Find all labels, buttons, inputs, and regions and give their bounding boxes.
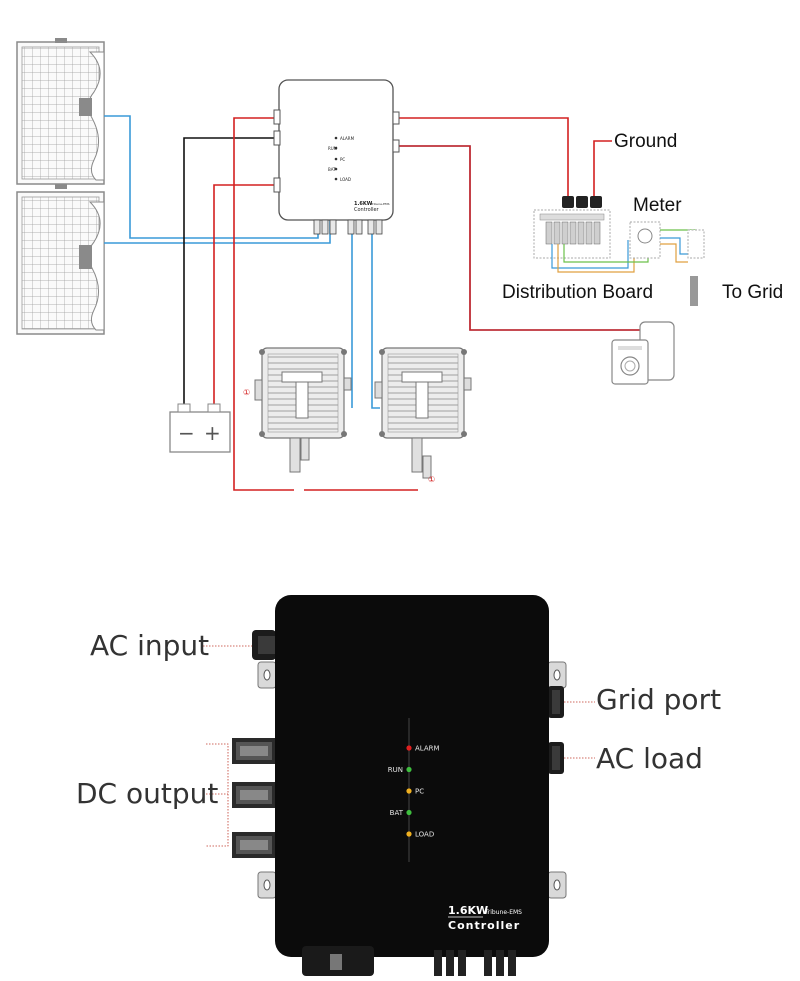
microinverter-left: ① xyxy=(243,347,352,473)
label-ac-input: AC input xyxy=(90,629,209,662)
ac-input-connector xyxy=(252,630,276,660)
washer-icon xyxy=(611,321,675,385)
mini-name: Controller xyxy=(354,207,380,213)
mini-led-label-run: RUN xyxy=(328,146,337,151)
mounting-tabs xyxy=(257,661,567,899)
controller-detail: ALARM RUN PC BAT LOAD 1.6KW Tribune-EMS Cont… xyxy=(76,595,721,976)
led-label-run: RUN xyxy=(388,766,403,774)
led-label-pc: PC xyxy=(415,788,424,796)
controller-sketch: ALARM RUN PC BAT LOAD 1.6KW Tribune-EMS … xyxy=(273,79,400,235)
mini-led-label-load: LOAD xyxy=(340,177,351,182)
led-pc xyxy=(406,788,412,794)
leader-lines xyxy=(203,645,595,847)
led-bat xyxy=(406,809,412,816)
solar-panel-bottom xyxy=(16,191,105,335)
bottom-connectors xyxy=(302,946,516,976)
led-alarm xyxy=(406,745,412,751)
ac-load-connector xyxy=(548,742,564,774)
distribution-board xyxy=(533,196,649,273)
led-label-bat: BAT xyxy=(390,809,404,817)
label-dc-output: DC output xyxy=(76,777,218,810)
brand-name: Controller xyxy=(448,919,520,932)
mini-led-label-alarm: ALARM xyxy=(340,136,355,141)
marker-left: ① xyxy=(243,388,250,397)
red-wires xyxy=(213,117,640,491)
led-label-load: LOAD xyxy=(415,831,434,839)
label-ac-load: AC load xyxy=(596,742,703,775)
label-grid-port: Grid port xyxy=(596,683,721,716)
led-load xyxy=(406,831,412,837)
battery: − + xyxy=(169,403,231,453)
mini-brand: 1.6KW xyxy=(354,201,373,207)
mini-led-label-bat: BAT xyxy=(328,167,336,172)
mini-led-label-pc: PC xyxy=(340,157,345,162)
label-ground: Ground xyxy=(614,131,677,152)
brand-power: 1.6KW xyxy=(448,904,488,917)
battery-plus: + xyxy=(204,421,221,445)
controller-body xyxy=(275,595,549,957)
solar-panel-top xyxy=(16,38,105,189)
dc-output-connectors xyxy=(232,738,276,858)
led-label-alarm: ALARM xyxy=(415,745,440,753)
label-distribution-board: Distribution Board xyxy=(502,282,653,303)
brand-sub: Tribune-EMS xyxy=(484,909,522,916)
mini-brand-sub: Tribune-EMS xyxy=(370,202,390,206)
marker-right: ① xyxy=(428,475,435,484)
label-to-grid: To Grid xyxy=(722,282,783,303)
wiring-diagram: ALARM RUN PC BAT LOAD 1.6KW Tribune-EMS … xyxy=(16,38,783,491)
label-meter: Meter xyxy=(633,195,682,216)
led-run xyxy=(406,766,412,773)
meter xyxy=(629,221,705,306)
microinverter-right: ① xyxy=(374,347,472,484)
status-leds: ALARM RUN PC BAT LOAD xyxy=(388,745,440,839)
grid-port-connector xyxy=(548,686,564,718)
battery-minus: − xyxy=(178,421,195,445)
